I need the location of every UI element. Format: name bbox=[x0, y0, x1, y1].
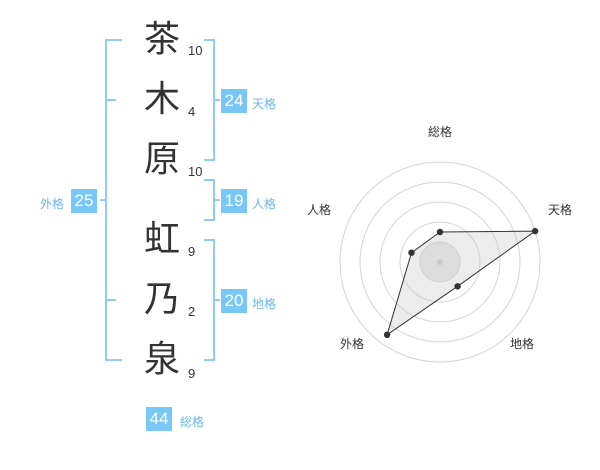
name-char-4: 虹 bbox=[143, 219, 180, 260]
radar-point-tenkaku bbox=[531, 227, 539, 235]
gaikaku-value-badge: 25 bbox=[71, 189, 97, 213]
stroke-count-6: 9 bbox=[188, 366, 196, 381]
jinkaku-label: 人格 bbox=[252, 197, 277, 211]
radar-point-jinkaku bbox=[408, 249, 415, 256]
jinkaku-value-badge: 19 bbox=[221, 189, 247, 213]
stroke-count-5: 2 bbox=[188, 304, 196, 319]
gaikaku-label: 外格 bbox=[40, 197, 65, 211]
radar-point-soukaku bbox=[436, 228, 444, 236]
name-char-1: 茶 bbox=[143, 19, 180, 60]
jinkaku-bracket bbox=[204, 179, 215, 221]
radar-label-jinkaku: 人格 bbox=[307, 203, 332, 217]
name-char-3: 原 bbox=[143, 139, 180, 180]
name-char-6: 泉 bbox=[143, 339, 180, 380]
tenkaku-value-badge: 24 bbox=[221, 89, 247, 113]
stroke-count-2: 4 bbox=[188, 104, 196, 119]
gaikaku-bracket bbox=[105, 39, 122, 361]
stroke-count-4: 9 bbox=[188, 244, 196, 259]
radar-polygon bbox=[386, 230, 537, 337]
chikaku-value-badge: 20 bbox=[221, 289, 247, 313]
soukaku-value-badge: 44 bbox=[146, 407, 172, 431]
tenkaku-bracket bbox=[204, 39, 215, 161]
chikaku-bracket bbox=[204, 239, 215, 361]
radar-point-chikaku bbox=[454, 283, 461, 290]
name-char-5: 乃 bbox=[143, 279, 180, 320]
tenkaku-label: 天格 bbox=[252, 97, 277, 111]
radar-label-gaikaku: 外格 bbox=[340, 337, 365, 351]
radar-chart bbox=[339, 161, 541, 363]
soukaku-label: 総格 bbox=[180, 415, 205, 429]
radar-label-chikaku: 地格 bbox=[510, 337, 535, 351]
stroke-count-1: 10 bbox=[188, 43, 203, 58]
chikaku-label: 地格 bbox=[252, 297, 277, 311]
radar-point-gaikaku bbox=[383, 331, 391, 338]
radar-label-tenkaku: 天格 bbox=[548, 203, 573, 217]
stroke-count-3: 10 bbox=[188, 164, 203, 179]
radar-label-soukaku: 総格 bbox=[428, 125, 453, 139]
name-char-2: 木 bbox=[143, 79, 180, 120]
